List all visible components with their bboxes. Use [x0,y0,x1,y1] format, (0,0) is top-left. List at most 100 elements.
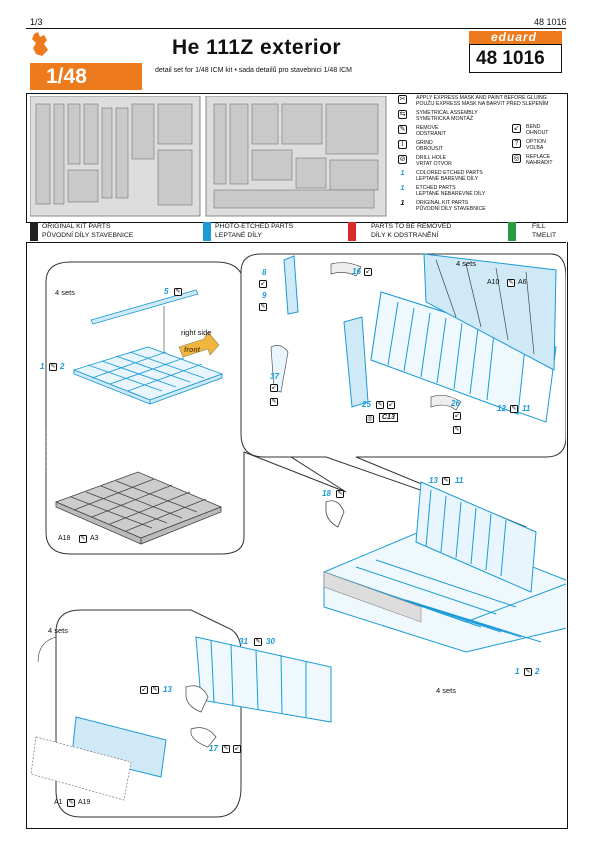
product-code: 48 1016 [476,48,545,69]
kit-part-number: A10 [487,279,500,286]
replace-icon: ◎ [512,154,521,163]
remove-icon: ✎ [510,405,518,413]
remove-icon: ✎ [442,477,450,485]
sets-label: 4 sets [436,686,457,695]
legend-text: REMOVE [416,125,439,131]
part-number: 13 [429,476,438,485]
part-number: 18 [322,489,331,498]
color-swatch [508,222,516,241]
option-icon: ? [512,139,521,148]
part-number: 26 [451,399,460,408]
remove-icon: ✎ [259,303,267,311]
remove-icon: ✎ [222,745,230,753]
kit-part-number: A18 [58,535,71,542]
part-number: 13 [163,685,172,694]
part-number: 11 [522,404,531,413]
part-number: 9 [262,291,267,300]
product-code-top: 48 1016 [534,17,567,27]
part-number: 17 [209,744,218,753]
legend-text: OBROUSIT [416,146,444,152]
part-number: 31 [239,637,248,646]
part-number: 16 [352,267,361,276]
part-number: 25 [362,400,371,409]
bend-icon: ↙ [512,124,521,133]
brand-logo: eduard [491,30,538,44]
legend-text: ODSTRANIT [416,131,446,137]
remove-icon: ✎ [398,125,407,134]
info-strip [26,93,568,223]
code-box: 48 1016 [469,44,562,73]
legend-text: PŮVODNÍ DÍLY STAVEBNICE [416,206,486,212]
legend-text: VRTAT OTVOR [416,161,452,167]
bend-icon: ↙ [233,745,241,753]
symmetric-icon: ⇆ [398,110,407,119]
legend-text: NAHRADIT [526,160,553,166]
bend-icon: ↙ [364,268,372,276]
kit-part-number: C13 [379,413,398,422]
legend-text: ORIGINAL KIT PARTS [416,200,469,206]
legend-text: OHNOUT [526,130,549,136]
legend-text: DRILL HOLE [416,155,447,161]
color-key-text: DÍLY K ODSTRANĚNÍ [371,231,439,239]
legend-text: GRIND [416,140,433,146]
part-number: 2 [535,667,540,676]
colored-parts-icon: 1 [400,170,405,177]
sets-label: 4 sets [456,259,477,268]
part-number: 2 [60,362,65,371]
brand-banner: eduard [469,30,562,44]
remove-icon: ✎ [79,535,87,543]
express-mask-icon: ✂ [398,95,407,104]
part-number: 1 [40,362,45,371]
kit-part-number: A19 [78,799,91,806]
remove-icon: ✎ [524,668,532,676]
remove-icon: ✎ [376,401,384,409]
scale-label: 1/48 [46,65,87,88]
color-key-text: ORIGINAL KIT PARTS [42,223,111,230]
remove-icon: ✎ [453,426,461,434]
remove-icon: ✎ [336,490,344,498]
front-arrow-label: front [184,347,200,354]
remove-icon: ✎ [507,279,515,287]
part-number: 37 [270,372,279,381]
assembly-drawings [30,253,566,818]
remove-icon: ✎ [174,288,182,296]
color-swatch [348,222,356,241]
bend-icon: ↙ [270,384,278,392]
part-number: 12 [497,404,506,413]
remove-icon: ✎ [49,363,57,371]
part-number: 1 [515,667,520,676]
legend-text: SYMETRICAL ASSEMBLY [416,110,478,116]
legend-text: COLORED ETCHED PARTS [416,170,483,176]
sets-label: 4 sets [55,288,76,297]
legend-text: ETCHED PARTS [416,185,456,191]
replace-icon: ◎ [366,415,374,423]
header-rule [26,28,566,29]
part-number: 30 [266,637,275,646]
color-key-text: PŮVODNÍ DÍLY STAVEBNICE [42,231,134,239]
sets-label: 4 sets [48,626,69,635]
document-subtitle: detail set for 1/48 ICM kit • sada detai… [155,67,352,74]
bend-icon: ↙ [259,280,267,288]
remove-icon: ✎ [151,686,159,694]
grind-icon: ⌇ [398,140,407,149]
etched-parts-icon: 1 [400,185,405,192]
original-parts-icon: 1 [400,200,405,207]
bend-icon: ↙ [387,401,395,409]
bend-icon: ↙ [453,412,461,420]
color-key-text: LEPTANÉ DÍLY [215,231,262,239]
instruction-frame [26,242,568,829]
color-swatch [30,222,38,241]
part-number: 8 [262,268,267,277]
legend-text: BEND [526,124,541,130]
orientation-label: right side [181,328,212,337]
legend-text: LEPTANÉ NEBAREVNÉ DÍLY [416,191,486,197]
remove-icon: ✎ [254,638,262,646]
kit-part-number: A1 [54,799,63,806]
bend-icon: ↙ [140,686,148,694]
legend-text: SYMETRICKÁ MONTÁŽ [416,116,474,122]
legend-text: POUŽIJ EXPRESS MASK NA BARVIT PŘED SLEPE… [416,101,549,107]
scale-badge: 1/48 [30,63,142,90]
legend-text: OPTION [526,139,546,145]
remove-icon: ✎ [67,799,75,807]
